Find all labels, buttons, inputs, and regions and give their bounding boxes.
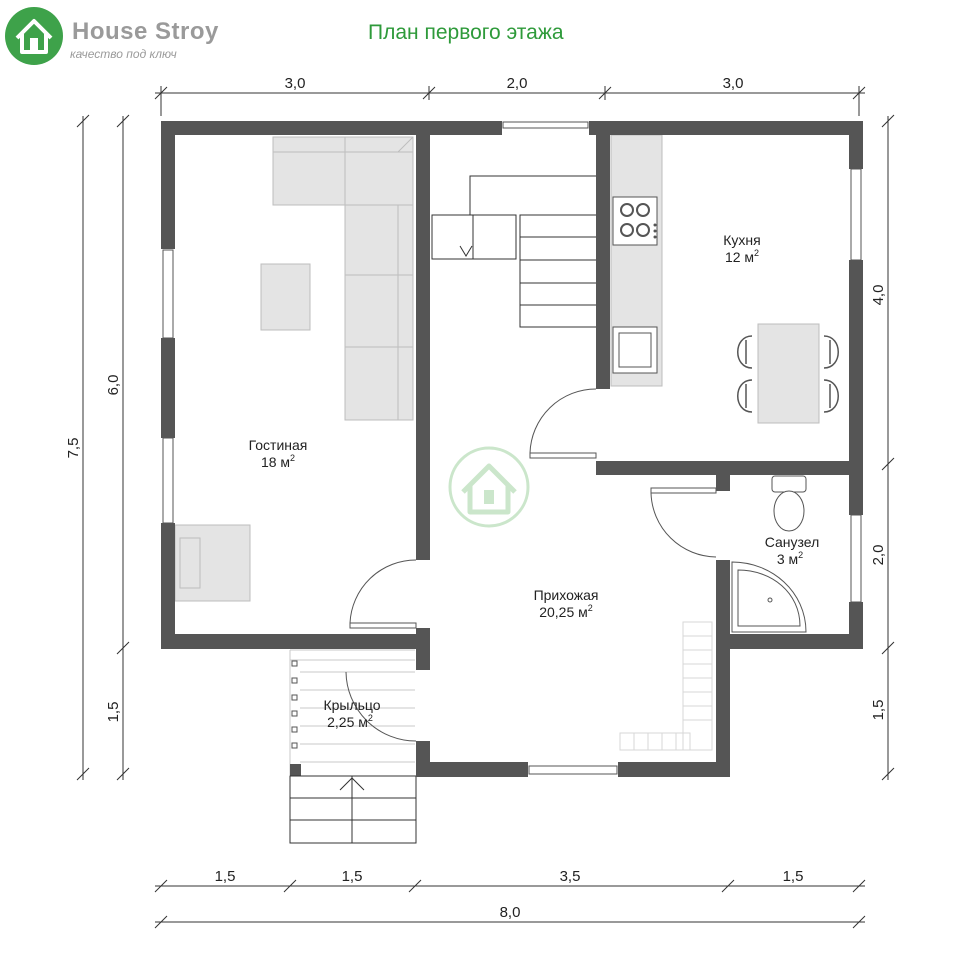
dim-top-2: 2,0 (507, 75, 528, 92)
room-area-hallway: 20,25 м2 (539, 603, 593, 620)
room-area-porch: 2,25 м2 (327, 713, 373, 730)
dim-right-3: 1,5 (870, 700, 887, 721)
toilet (771, 475, 807, 532)
house-logo-icon (5, 7, 63, 65)
room-area-bathroom: 3 м2 (777, 550, 803, 567)
dim-right-1: 4,0 (870, 285, 887, 306)
brand-slogan: качество под ключ (70, 47, 177, 61)
room-name-bathroom: Санузел (765, 534, 820, 550)
dim-top-1: 3,0 (285, 75, 306, 92)
closet-shelves (619, 621, 713, 751)
cooktop (612, 196, 658, 246)
living-room-sofa (272, 136, 414, 421)
dining-chairs (737, 335, 839, 413)
dim-right-2: 2,0 (870, 545, 887, 566)
porch-column (290, 764, 301, 776)
house-watermark-icon (448, 446, 530, 528)
dim-left-total: 7,5 (65, 438, 82, 459)
walls (161, 121, 863, 777)
doors (345, 388, 717, 742)
kitchen-sink (612, 326, 658, 374)
room-name-hallway: Прихожая (534, 587, 599, 603)
room-area-kitchen: 12 м2 (725, 248, 759, 265)
room-area-living: 18 м2 (261, 453, 295, 470)
dining-table (757, 323, 820, 424)
room-name-kitchen: Кухня (723, 232, 760, 248)
dim-top-3: 3,0 (723, 75, 744, 92)
windows (162, 121, 862, 775)
brand-name: House Stroy (72, 18, 219, 45)
dim-bottom-1: 1,5 (215, 868, 236, 885)
dim-bottom-3: 3,5 (560, 868, 581, 885)
room-name-porch: Крыльцо (323, 697, 380, 713)
dimension-lines (76, 86, 895, 929)
dim-bottom-4: 1,5 (783, 868, 804, 885)
coffee-table (260, 263, 311, 331)
dim-bottom-2: 1,5 (342, 868, 363, 885)
room-name-living: Гостиная (249, 437, 308, 453)
dim-bottom-total: 8,0 (500, 904, 521, 921)
staircase (431, 175, 599, 328)
porch-railing-posts (291, 660, 298, 749)
shower-tray (731, 561, 807, 633)
porch-steps (289, 775, 417, 844)
porch (289, 649, 415, 775)
armchair (174, 524, 251, 602)
dim-left-2: 1,5 (105, 702, 122, 723)
dim-left-1: 6,0 (105, 375, 122, 396)
plan-title: План первого этажа (368, 21, 564, 44)
